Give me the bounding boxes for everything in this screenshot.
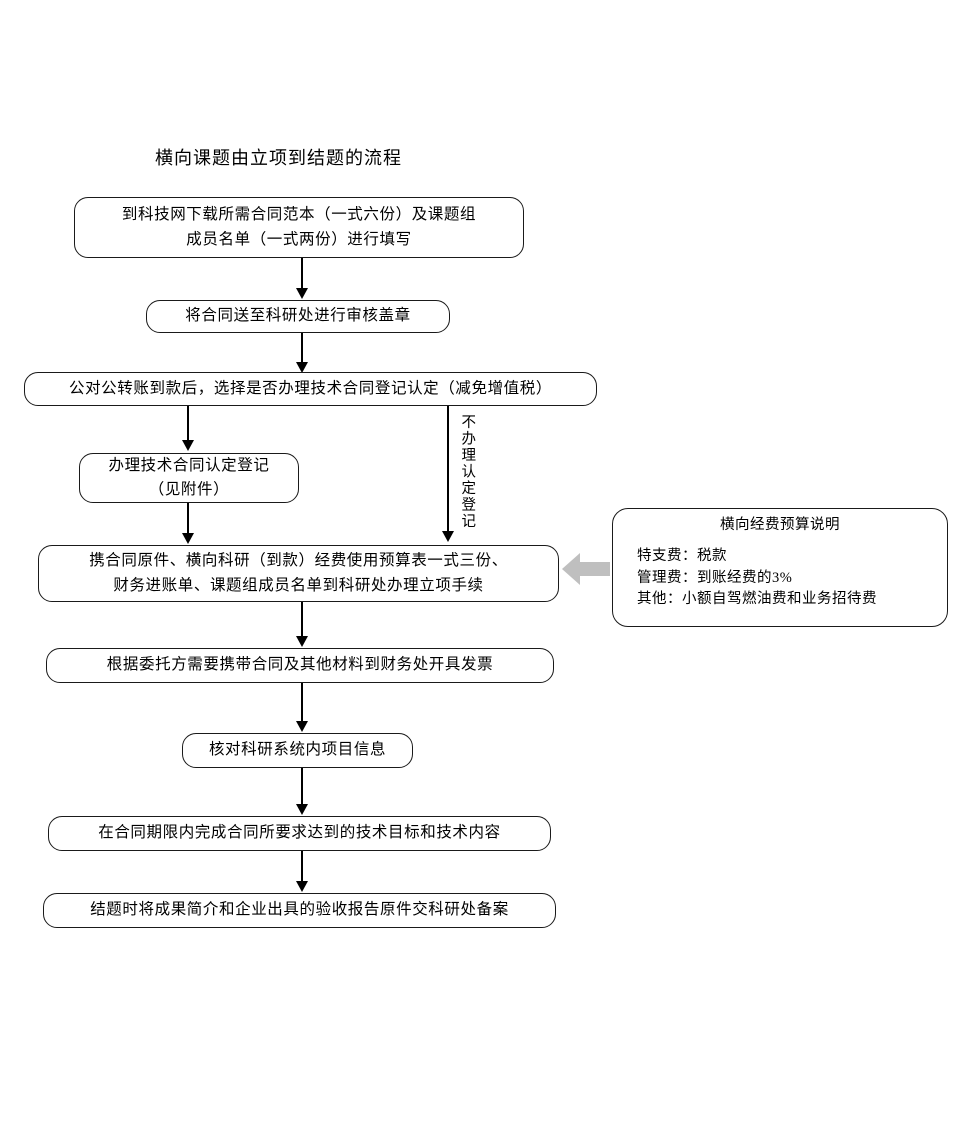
- node-line: 办理技术合同认定登记: [108, 456, 270, 474]
- node-line: 财务进账单、课题组成员名单到科研处办理立项手续: [113, 576, 484, 594]
- note-line-management-fee: 管理费：到账经费的3%: [637, 569, 793, 586]
- note-title: 横向经费预算说明: [720, 517, 840, 533]
- node-line: 根据委托方需要携带合同及其他材料到财务处开具发票: [106, 656, 494, 674]
- note-line-other-fee: 其他：小额自驾燃油费和业务招待费: [637, 591, 877, 608]
- budget-note-box: 横向经费预算说明 特支费：税款 管理费：到账经费的3% 其他：小额自驾燃油费和业…: [612, 508, 948, 627]
- arrowhead-8-9: [296, 881, 308, 892]
- node-line: （见附件）: [148, 481, 230, 498]
- arrowhead-5-6: [296, 636, 308, 647]
- node-decide-registration: 公对公转账到款后，选择是否办理技术合同登记认定（减免增值税）: [24, 372, 597, 406]
- node-verify-info: 核对科研系统内项目信息: [182, 733, 413, 768]
- node-line: 结题时将成果简介和企业出具的验收报告原件交科研处备案: [90, 901, 509, 919]
- note-line-special-fee: 特支费：税款: [637, 547, 727, 564]
- node-project-setup: 携合同原件、横向科研（到款）经费使用预算表一式三份、 财务进账单、课题组成员名单…: [38, 545, 559, 602]
- connector-1-2: [301, 258, 303, 290]
- connector-3-5-bypass: [447, 406, 449, 533]
- node-file-report: 结题时将成果简介和企业出具的验收报告原件交科研处备案: [43, 893, 556, 928]
- connector-6-7: [301, 683, 303, 723]
- arrowhead-2-3: [296, 362, 308, 373]
- note-pointer-arrow-icon: [562, 550, 610, 593]
- arrowhead-6-7: [296, 721, 308, 732]
- arrowhead-4-5: [182, 533, 194, 544]
- connector-8-9: [301, 851, 303, 883]
- node-do-registration: 办理技术合同认定登记 （见附件）: [79, 453, 299, 503]
- node-issue-invoice: 根据委托方需要携带合同及其他材料到财务处开具发票: [46, 648, 554, 683]
- node-line: 携合同原件、横向科研（到款）经费使用预算表一式三份、: [89, 552, 508, 570]
- node-submit-for-seal: 将合同送至科研处进行审核盖章: [146, 300, 450, 333]
- node-line: 到科技网下载所需合同范本（一式六份）及课题组: [121, 206, 477, 224]
- node-complete-goals: 在合同期限内完成合同所要求达到的技术目标和技术内容: [48, 816, 551, 851]
- connector-4-5: [187, 503, 189, 536]
- page-title: 横向课题由立项到结题的流程: [155, 148, 402, 168]
- connector-3-4: [187, 406, 189, 442]
- node-line: 公对公转账到款后，选择是否办理技术合同登记认定（减免增值税）: [68, 379, 552, 397]
- node-line: 核对科研系统内项目信息: [208, 741, 387, 759]
- connector-5-6: [301, 602, 303, 638]
- arrowhead-7-8: [296, 804, 308, 815]
- connector-7-8: [301, 768, 303, 806]
- arrowhead-3-4: [182, 440, 194, 451]
- branch-label-no-registration: 不办理认定登记: [459, 414, 476, 530]
- arrowhead-1-2: [296, 288, 308, 299]
- node-download-contract: 到科技网下载所需合同范本（一式六份）及课题组 成员名单（一式两份）进行填写: [74, 197, 524, 258]
- arrowhead-3-5-bypass: [442, 531, 454, 542]
- connector-2-3: [301, 333, 303, 364]
- node-line: 将合同送至科研处进行审核盖章: [185, 307, 411, 325]
- node-line: 成员名单（一式两份）进行填写: [186, 230, 412, 248]
- node-line: 在合同期限内完成合同所要求达到的技术目标和技术内容: [98, 824, 501, 842]
